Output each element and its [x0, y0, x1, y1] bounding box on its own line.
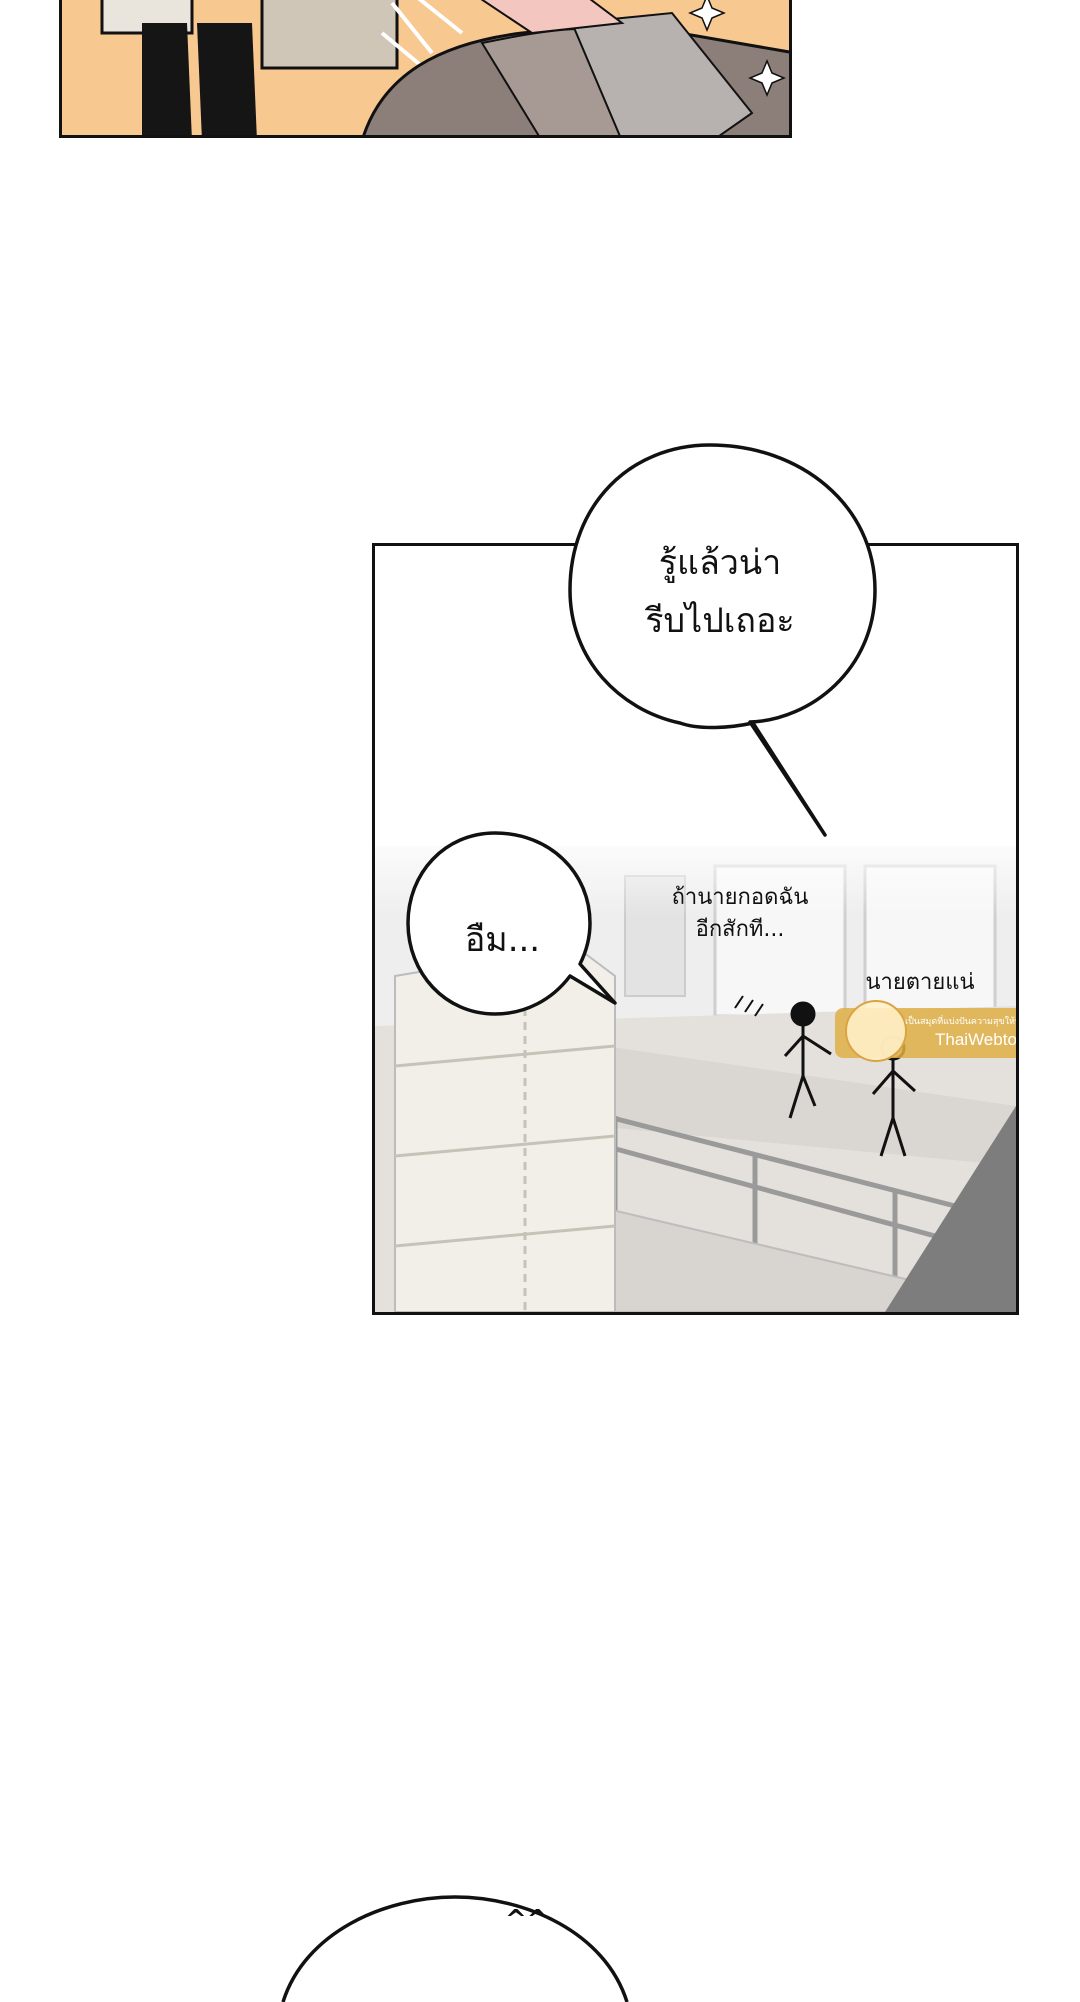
speech-bubble-left: [406, 831, 617, 1016]
watermark: เป็นสมุดที่แบ่งปันความสุขให้ทุกคน ThaiWe…: [835, 1000, 1017, 1062]
top-panel-art: [62, 0, 789, 135]
watermark-logo-icon: [845, 1000, 907, 1062]
caption-line-1: ถ้านายกอดฉัน: [671, 885, 809, 910]
top-comic-panel: [59, 0, 792, 138]
bubble-bottom-decoration: ^^: [505, 1905, 549, 1935]
speech-bubble-bottom: [281, 1895, 629, 2002]
speech-bubble-top-line-1: รู้แล้วน่า: [658, 543, 782, 583]
watermark-brand: ThaiWebtoon: [935, 1030, 1017, 1049]
caption-line-2: อีกสักที...: [695, 917, 785, 942]
speech-bubble-left-text: อืม...: [464, 920, 541, 960]
caption-right: นายตายแน่: [865, 970, 975, 995]
watermark-tagline: เป็นสมุดที่แบ่งปันความสุขให้ทุกคน: [905, 1017, 1016, 1027]
speech-bubble-top-line-2: รีบไปเถอะ: [645, 601, 795, 641]
middle-comic-panel: ถ้านายกอดฉัน อีกสักที... นายตายแน่ เป็นส…: [372, 543, 1019, 1315]
speech-bubble-top: [568, 443, 877, 837]
